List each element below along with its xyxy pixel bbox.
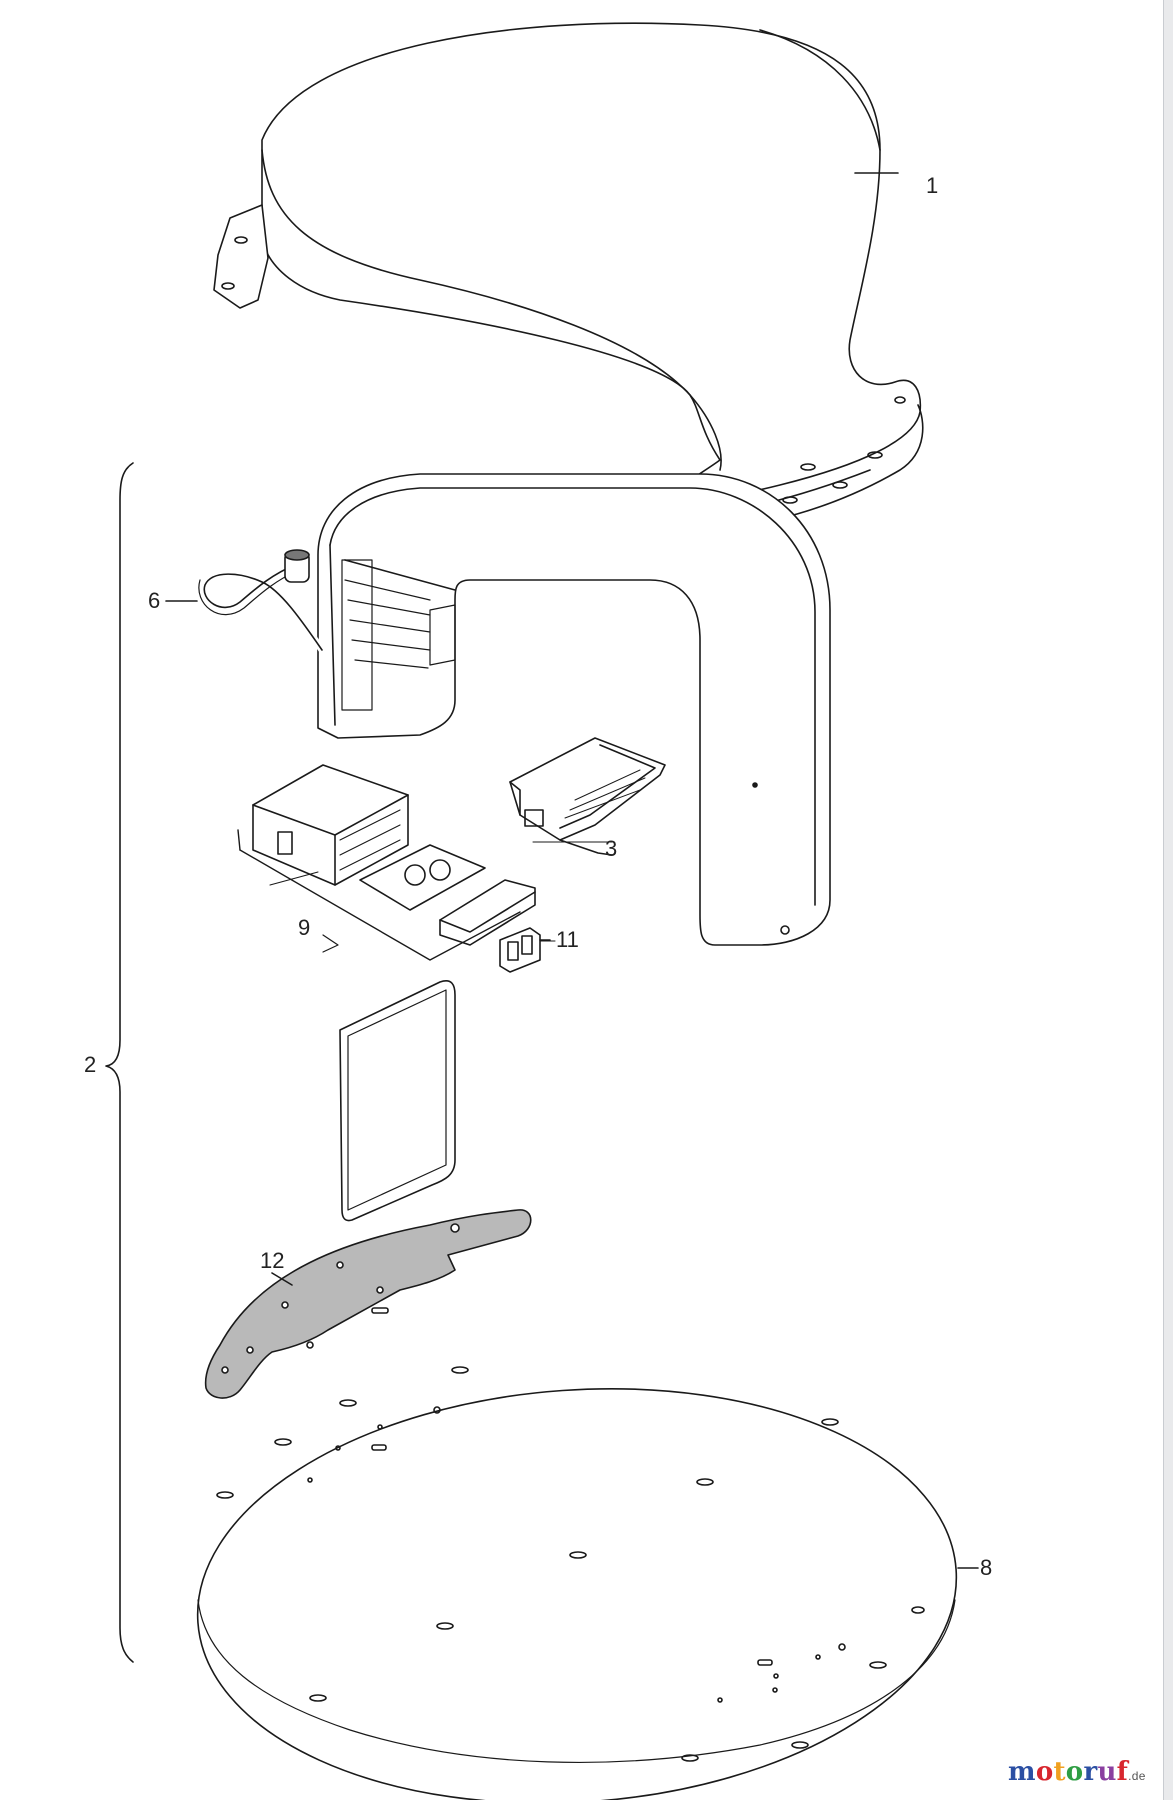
electronics-kit-part xyxy=(237,764,536,961)
callout-6: 6 xyxy=(148,588,161,613)
upper-cover-part xyxy=(213,22,924,532)
right-border-strip xyxy=(1163,0,1173,1800)
callout-8: 8 xyxy=(980,1555,993,1580)
mounting-plate-part xyxy=(204,1209,532,1399)
watermark-letter: o xyxy=(1065,1757,1084,1787)
cable-part xyxy=(165,549,326,654)
watermark-letter: o xyxy=(1035,1757,1054,1787)
cover-plate xyxy=(339,980,456,1222)
watermark-suffix: .de xyxy=(1128,1769,1146,1783)
control-module-part xyxy=(509,737,666,856)
assembly-bracket xyxy=(105,462,134,1663)
watermark-letter: f xyxy=(1116,1757,1129,1787)
watermark-letter: t xyxy=(1053,1757,1066,1787)
watermark-letter: r xyxy=(1083,1757,1098,1787)
callout-11: 11 xyxy=(556,927,579,952)
callout-1: 1 xyxy=(926,173,939,198)
callout-9: 9 xyxy=(298,915,311,940)
callout-2: 2 xyxy=(84,1052,97,1077)
base-plate-part xyxy=(196,1366,979,1800)
main-housing-part xyxy=(317,473,831,946)
callout-3: 3 xyxy=(605,836,618,861)
motoruf-watermark-logo: motoruf.de xyxy=(1008,1757,1146,1787)
callout-12: 12 xyxy=(260,1248,285,1273)
watermark-letter: m xyxy=(1008,1757,1036,1787)
watermark-letter: u xyxy=(1097,1757,1117,1787)
switch-part xyxy=(499,927,551,973)
